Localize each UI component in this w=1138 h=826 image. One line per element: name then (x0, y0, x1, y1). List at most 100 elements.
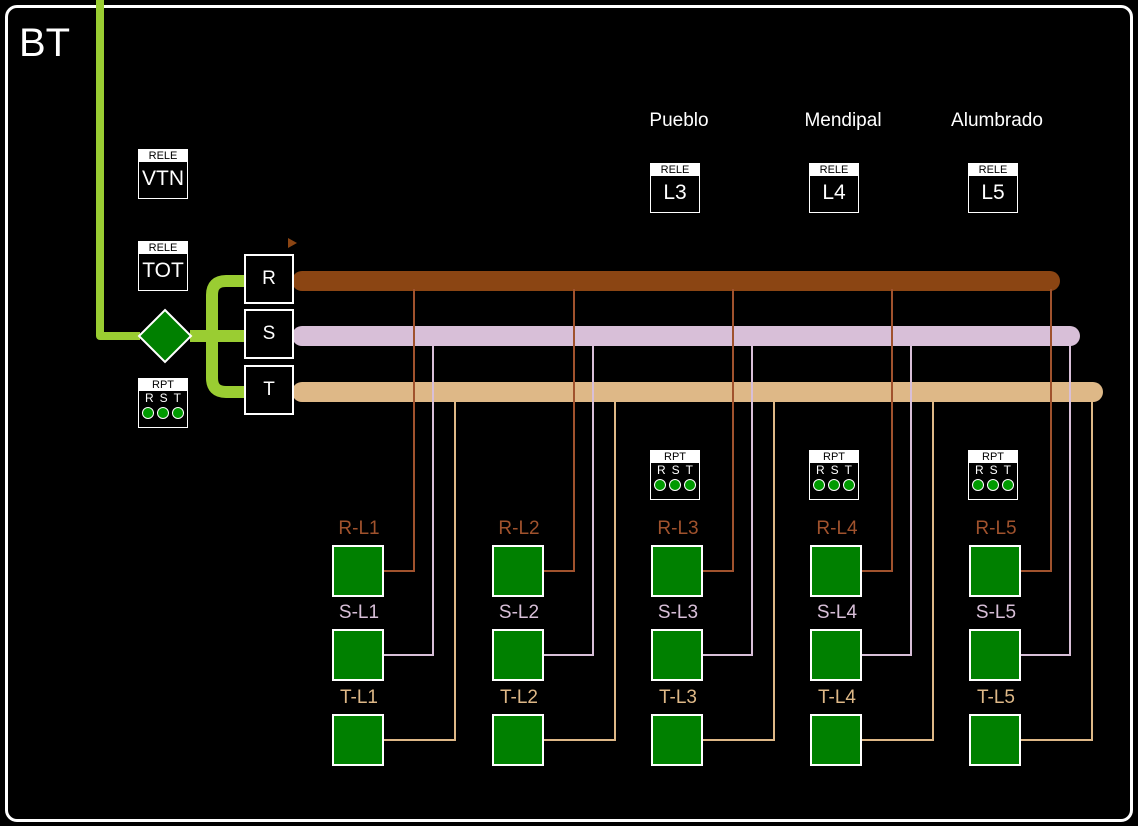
relay-vtn[interactable]: RELE VTN (138, 149, 188, 199)
rpt-header: RPT (139, 379, 187, 391)
status-led-icon (172, 407, 184, 419)
relay-header: RELE (651, 164, 699, 176)
rpt-phase-label: T (1003, 463, 1011, 477)
status-led-icon (972, 479, 984, 491)
status-led-icon (1002, 479, 1014, 491)
feeder-wire-t-l1 (384, 400, 456, 741)
status-led-icon (669, 479, 681, 491)
rpt-phase-label: R (974, 463, 984, 477)
feeder-wire-t-l5 (1021, 400, 1093, 741)
rpt-phase-label: S (989, 463, 998, 477)
relay-tot[interactable]: RELE TOT (138, 241, 188, 291)
rpt-header: RPT (969, 451, 1017, 463)
relay-label: L4 (822, 181, 846, 204)
relay-l4[interactable]: RELE L4 (809, 163, 859, 213)
status-led-icon (813, 479, 825, 491)
rpt-phase-label: S (830, 463, 839, 477)
feeder-breaker-r-l5[interactable] (969, 545, 1021, 597)
feeder-wire-s-l3 (703, 344, 753, 656)
feeder-wire-r-l2 (544, 289, 575, 572)
rpt-phase-label: T (844, 463, 852, 477)
feeder-breaker-r-l4[interactable] (810, 545, 862, 597)
relay-header: RELE (139, 150, 187, 162)
line-name-l4: Mendipal (804, 110, 882, 131)
feeder-label: S-L1 (338, 602, 380, 623)
feeder-wire-r-l1 (384, 289, 415, 572)
feeder-wire-r-l4 (862, 289, 893, 572)
main-rpt[interactable]: RPT R S T (138, 378, 188, 428)
feeder-breaker-s-l1[interactable] (332, 629, 384, 681)
feeder-breaker-t-l4[interactable] (810, 714, 862, 766)
feeder-label: R-L4 (816, 518, 858, 539)
relay-label: VTN (142, 167, 184, 190)
supply-line (96, 0, 140, 340)
status-led-icon (654, 479, 666, 491)
rpt-phase-label: R (815, 463, 825, 477)
status-led-icon (157, 407, 169, 419)
status-led-icon (987, 479, 999, 491)
feeder-wire-t-l2 (544, 400, 616, 741)
feeder-breaker-t-l2[interactable] (492, 714, 544, 766)
relay-l3[interactable]: RELE L3 (650, 163, 700, 213)
relay-l5[interactable]: RELE L5 (968, 163, 1018, 213)
feeder-breaker-s-l4[interactable] (810, 629, 862, 681)
feeder-breaker-s-l3[interactable] (651, 629, 703, 681)
feeder-label: R-L3 (657, 518, 699, 539)
feeder-breaker-t-l3[interactable] (651, 714, 703, 766)
feeder-label: R-L5 (975, 518, 1017, 539)
status-led-icon (843, 479, 855, 491)
feeder-wire-s-l1 (384, 344, 434, 656)
feeder-label: T-L4 (817, 687, 857, 708)
line-name-l5: Alumbrado (951, 110, 1043, 131)
main-breaker-diamond[interactable] (137, 308, 193, 364)
splitter-branches (206, 275, 246, 398)
feeder-breaker-r-l3[interactable] (651, 545, 703, 597)
feeder-wire-t-l3 (703, 400, 775, 741)
phase-box-s[interactable]: S (244, 309, 294, 359)
rpt-phase-label: S (671, 463, 680, 477)
rpt-header: RPT (810, 451, 858, 463)
rpt-phase-label: R (656, 463, 666, 477)
rpt-header: RPT (651, 451, 699, 463)
feeder-label: S-L2 (498, 602, 540, 623)
feeder-breaker-r-l2[interactable] (492, 545, 544, 597)
panel-frame (5, 5, 1133, 822)
rpt-l3[interactable]: RPT R S T (650, 450, 700, 500)
rpt-phase-label: T (685, 463, 693, 477)
relay-label: TOT (142, 259, 184, 282)
feeder-label: S-L3 (657, 602, 699, 623)
rpt-phase-label: T (173, 391, 181, 405)
feeder-label: T-L5 (976, 687, 1016, 708)
feeder-label: T-L3 (658, 687, 698, 708)
feeder-breaker-t-l5[interactable] (969, 714, 1021, 766)
rpt-l5[interactable]: RPT R S T (968, 450, 1018, 500)
feeder-label: R-L2 (498, 518, 540, 539)
relay-header: RELE (810, 164, 858, 176)
status-led-icon (828, 479, 840, 491)
status-led-icon (684, 479, 696, 491)
feeder-wire-t-l4 (862, 400, 934, 741)
phase-box-r[interactable]: R (244, 254, 294, 304)
relay-header: RELE (969, 164, 1017, 176)
relay-label: L3 (663, 181, 687, 204)
rpt-l4[interactable]: RPT R S T (809, 450, 859, 500)
phase-box-t[interactable]: T (244, 365, 294, 415)
relay-label: L5 (981, 181, 1005, 204)
feeder-breaker-r-l1[interactable] (332, 545, 384, 597)
feeder-label: T-L1 (339, 687, 379, 708)
rpt-phase-label: R (144, 391, 154, 405)
rpt-phase-label: S (159, 391, 168, 405)
play-arrow-icon (288, 238, 297, 248)
feeder-breaker-t-l1[interactable] (332, 714, 384, 766)
feeder-breaker-s-l5[interactable] (969, 629, 1021, 681)
feeder-label: T-L2 (499, 687, 539, 708)
feeder-wire-s-l4 (862, 344, 912, 656)
relay-header: RELE (139, 242, 187, 254)
feeder-breaker-s-l2[interactable] (492, 629, 544, 681)
feeder-label: R-L1 (338, 518, 380, 539)
status-led-icon (142, 407, 154, 419)
line-name-l3: Pueblo (649, 110, 709, 131)
feeder-wire-s-l5 (1021, 344, 1071, 656)
feeder-wire-s-l2 (544, 344, 594, 656)
